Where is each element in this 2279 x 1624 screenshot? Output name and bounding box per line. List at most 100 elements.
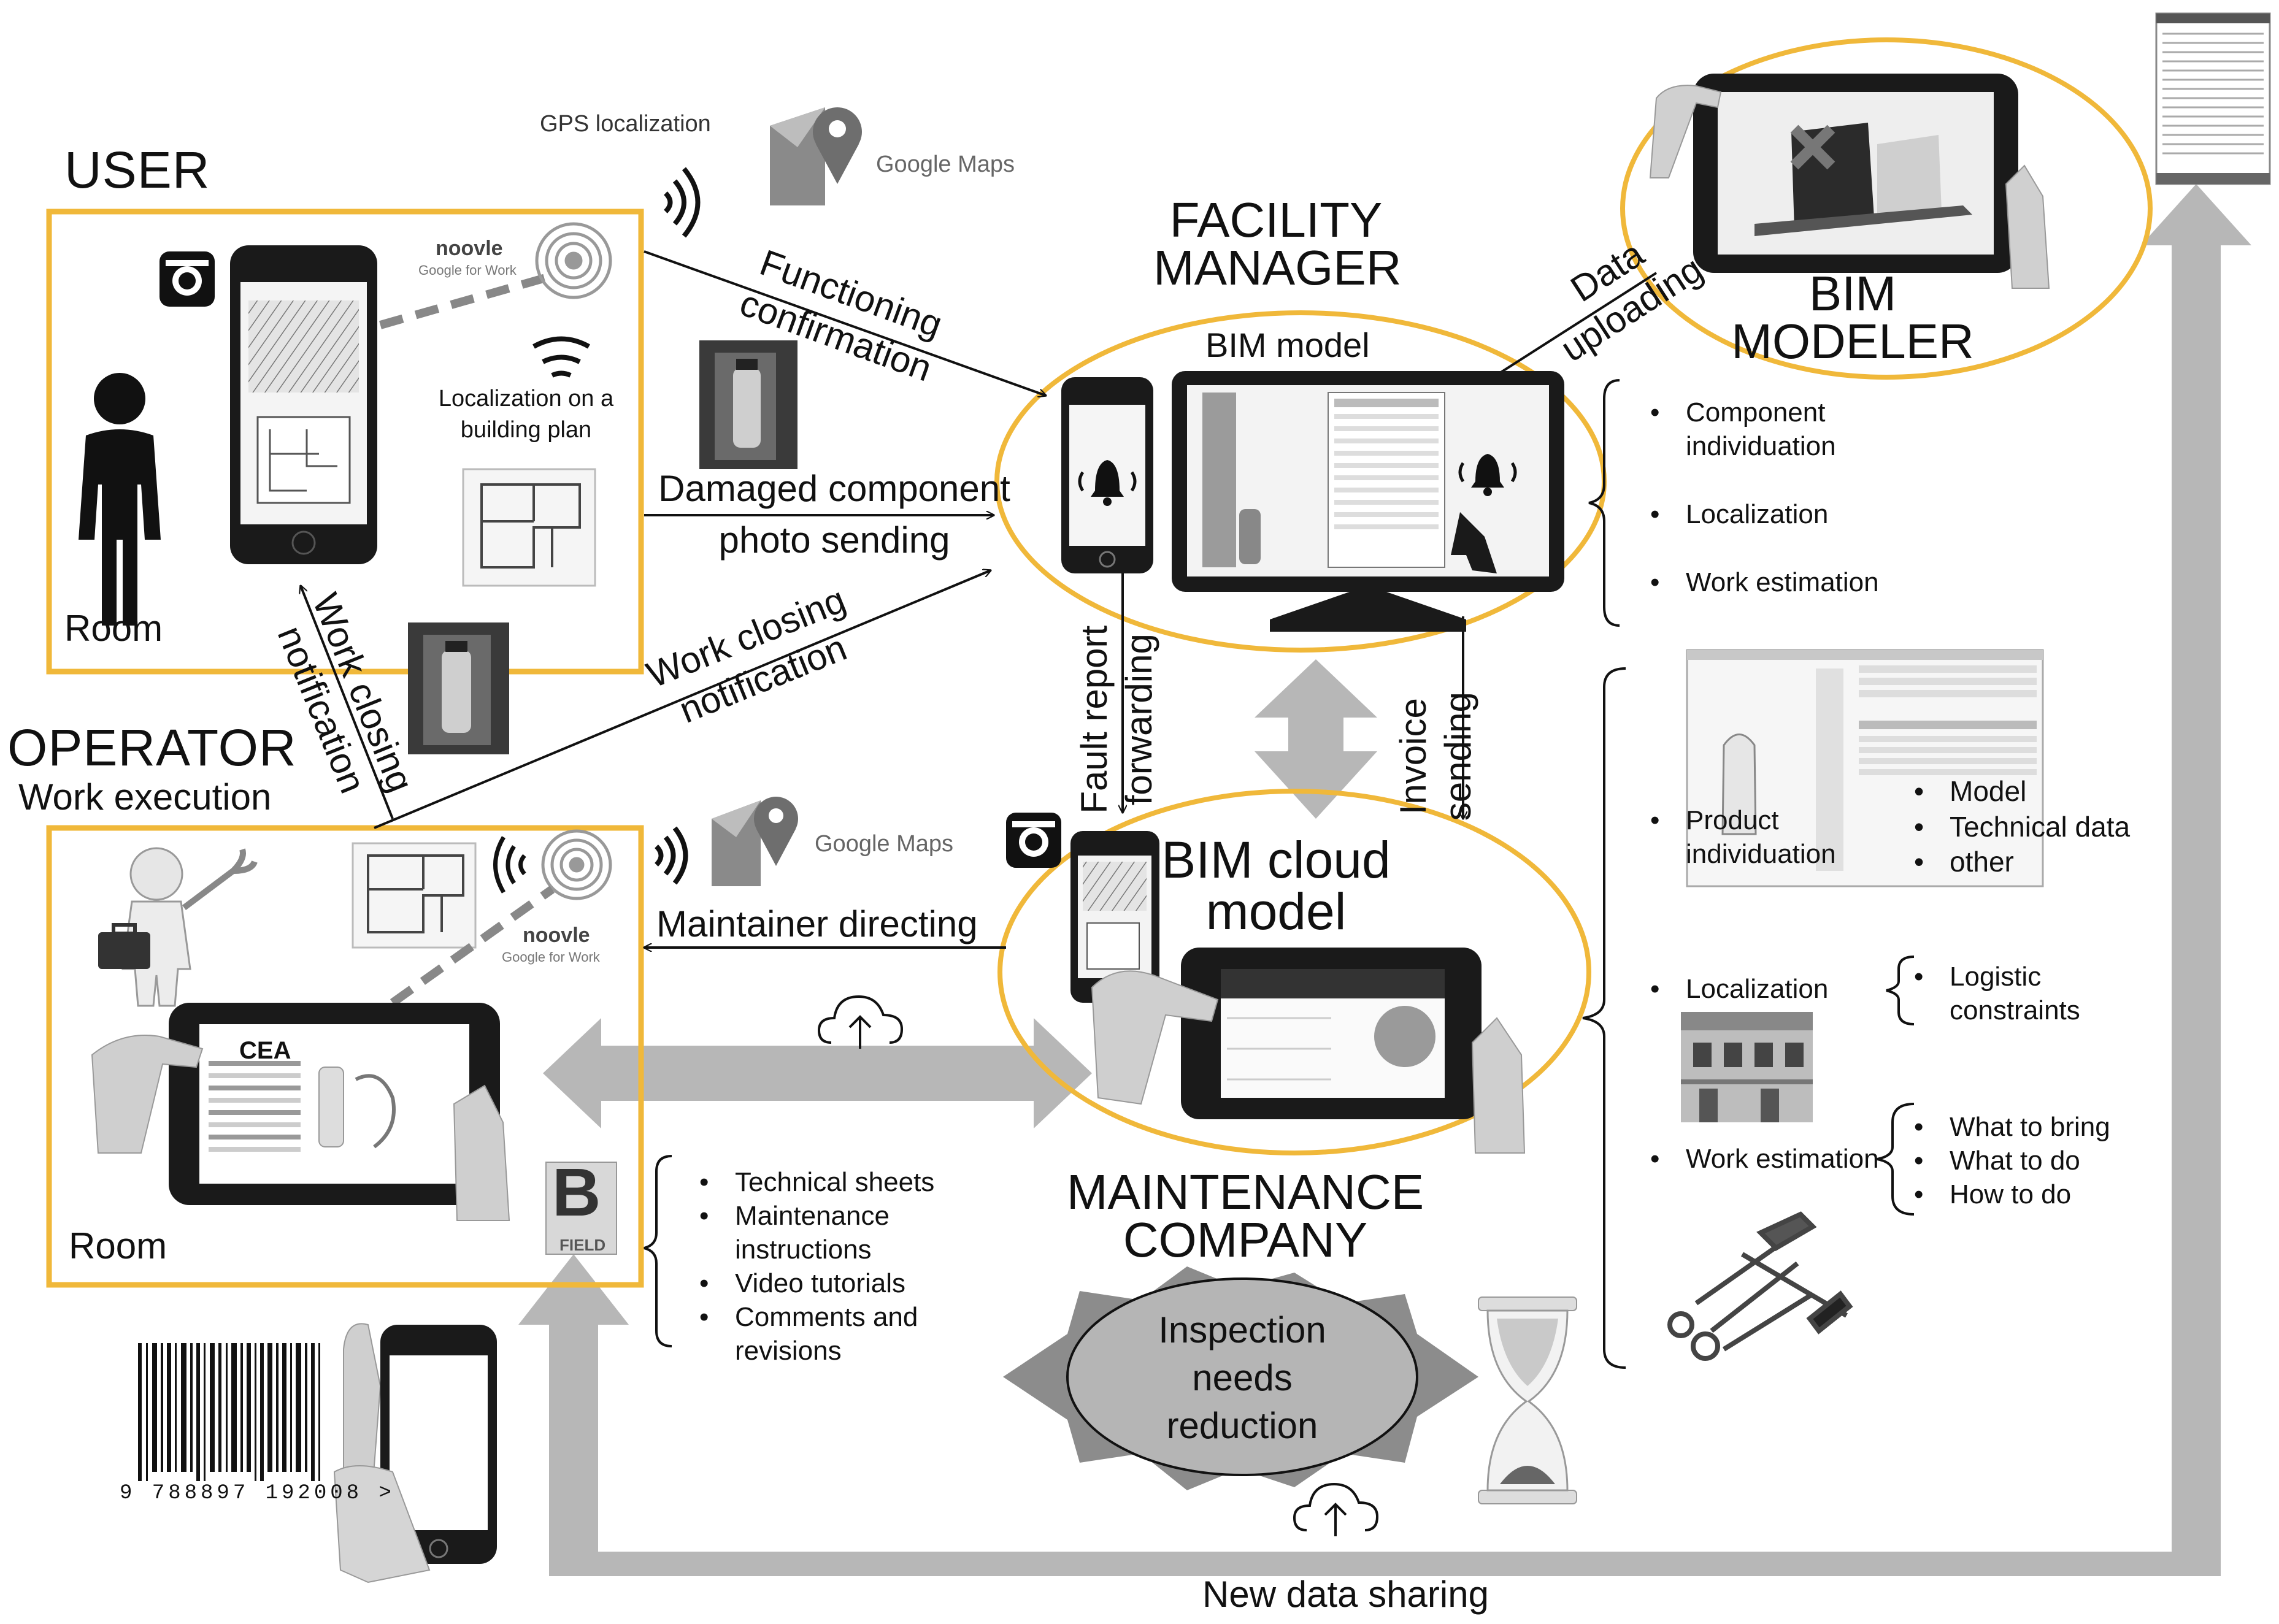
fm-task-list: Component individuation Localization Wor… xyxy=(1650,396,1907,634)
wifi-target-icon-user xyxy=(535,222,612,299)
noovle-sub-operator: Google for Work xyxy=(502,949,600,965)
barcode xyxy=(138,1343,320,1481)
operator-resource-item: Technical sheets xyxy=(699,1165,934,1199)
work-sub-item: What to do xyxy=(1914,1144,2110,1178)
product-sub-item: Model xyxy=(1914,774,2130,810)
operator-resources-list: Technical sheets Maintenance instruction… xyxy=(699,1165,934,1368)
new-data-sharing-label: New data sharing xyxy=(1202,1574,1489,1615)
fm-task-item: Localization xyxy=(1650,497,1907,531)
technical-sheet-thumbnail xyxy=(2155,12,2271,185)
fault-report-label: Fault report forwarding xyxy=(1073,625,1159,814)
signal-icon-operator xyxy=(493,836,526,894)
bim-modeler-heading: BIM MODELER xyxy=(1731,266,1974,369)
bim-cloud-model-label: BIM cloud model xyxy=(1161,831,1391,940)
cea-logo-text: CEA xyxy=(239,1037,291,1064)
operator-resources-brace xyxy=(644,1155,672,1347)
functioning-confirmation-arrow xyxy=(644,250,1046,396)
operator-role-heading: OPERATOR xyxy=(7,719,297,776)
extinguisher-photo-2 xyxy=(408,622,509,754)
building-plan-user xyxy=(462,468,596,587)
product-sub-item: other xyxy=(1914,845,2130,880)
noovle-logo-user: noovle xyxy=(436,237,503,260)
right-item-work-estimation: Work estimation xyxy=(1650,1142,1879,1176)
cloud-upload-icon-bottom xyxy=(1293,1482,1379,1536)
bim-cloud-ellipse xyxy=(997,789,1591,1155)
google-maps-icon-top xyxy=(770,107,862,205)
inspection-needs-reduction-label: Inspection needs reduction xyxy=(1158,1309,1326,1446)
extinguisher-photo-1 xyxy=(699,340,797,469)
operator-room-label: Room xyxy=(69,1225,167,1266)
instagram-icon-user xyxy=(159,251,215,307)
google-maps-label-top: Google Maps xyxy=(876,151,1015,177)
building-facade-photo xyxy=(1681,1012,1813,1122)
operator-resource-item: Comments and revisions xyxy=(699,1300,919,1368)
work-sub-list: What to bring What to do How to do xyxy=(1914,1110,2110,1211)
work-estimation-item: Work estimation xyxy=(1650,1142,1879,1176)
instagram-icon-cloud xyxy=(1006,813,1061,868)
bim-modeler-tablet xyxy=(1649,74,2050,289)
user-wifi-dashed-link xyxy=(379,272,553,329)
bfield-logo-letter: B xyxy=(552,1155,601,1230)
maintenance-company-heading: MAINTENANCE COMPANY xyxy=(1066,1165,1424,1268)
work-sub-brace xyxy=(1877,1103,1915,1216)
operator-tablet xyxy=(91,1003,510,1221)
work-closing-to-fm-arrow xyxy=(374,570,991,829)
user-room-frame xyxy=(46,209,644,675)
user-role-heading: USER xyxy=(64,141,210,199)
worker-figure xyxy=(98,847,258,1007)
operator-resource-item: Maintenance instructions xyxy=(699,1199,919,1266)
signal-icon-gps xyxy=(664,167,701,238)
product-screenshot xyxy=(1686,649,2044,887)
fm-tasks-brace xyxy=(1588,379,1620,627)
product-sub-list: Model Technical data other xyxy=(1914,774,2130,880)
product-sub-item: Technical data xyxy=(1914,810,2130,845)
operator-subtitle: Work execution xyxy=(18,776,272,818)
operator-room-frame xyxy=(46,825,644,1288)
fm-task-item: Component individuation xyxy=(1650,396,1907,463)
right-items-brace xyxy=(1582,667,1626,1369)
bfield-logo-word: FIELD xyxy=(559,1236,606,1254)
building-plan-operator xyxy=(352,842,477,949)
signal-icon-maps xyxy=(655,826,688,885)
right-item-localization: Localization xyxy=(1650,972,1828,1006)
operator-wifi-dashed-link xyxy=(390,886,555,1006)
gps-localization-label: GPS localization xyxy=(540,111,711,137)
cloud-smartphone xyxy=(1070,831,1159,1003)
localization-sub-brace xyxy=(1886,956,1915,1025)
inspection-badge xyxy=(1003,1266,1478,1490)
wifi-target-icon-operator xyxy=(541,829,612,900)
signal-icon-user xyxy=(532,336,590,378)
operator-cloud-double-arrow xyxy=(543,1018,1092,1128)
barcode-digits: 9 788897 192008 > xyxy=(120,1482,395,1505)
facility-manager-heading: FACILITY MANAGER xyxy=(1153,193,1402,296)
work-sub-item: What to bring xyxy=(1914,1110,2110,1144)
tools-illustration xyxy=(1667,1211,1853,1361)
bim-modeler-ellipse xyxy=(1620,37,2153,380)
google-maps-label-middle: Google Maps xyxy=(815,831,954,857)
operator-resource-item: Video tutorials xyxy=(699,1266,934,1300)
bfield-logo-box xyxy=(545,1162,617,1255)
product-individuation-item: Product individuation xyxy=(1650,803,1864,871)
damaged-component-label: Damaged component photo sending xyxy=(658,468,1010,561)
noovle-logo-operator: noovle xyxy=(523,924,590,947)
maintainer-directing-label: Maintainer directing xyxy=(656,903,978,944)
cloud-upload-icon-middle xyxy=(817,995,904,1049)
localization-building-plan-label: Localization on a building plan xyxy=(438,386,614,443)
cloud-tablet xyxy=(1091,948,1526,1154)
user-smartphone xyxy=(230,245,377,564)
bim-model-label: BIM model xyxy=(1205,326,1370,364)
fm-cloud-double-arrow xyxy=(1255,659,1377,819)
right-item-product: Product individuation xyxy=(1650,803,1864,871)
localization-item: Localization xyxy=(1650,972,1828,1006)
bell-icon-monitor xyxy=(1458,454,1517,496)
work-closing-to-user-arrow xyxy=(301,586,394,819)
invoice-sending-label: Invoice sending xyxy=(1392,692,1478,821)
bell-icon-phone xyxy=(1078,460,1137,506)
hourglass-icon xyxy=(1478,1297,1577,1504)
work-sub-item: How to do xyxy=(1914,1178,2110,1211)
localization-sub-item: Logistic constraints xyxy=(1914,960,2097,1027)
user-room-label: Room xyxy=(64,608,163,649)
fm-tool-icon xyxy=(1451,512,1497,573)
